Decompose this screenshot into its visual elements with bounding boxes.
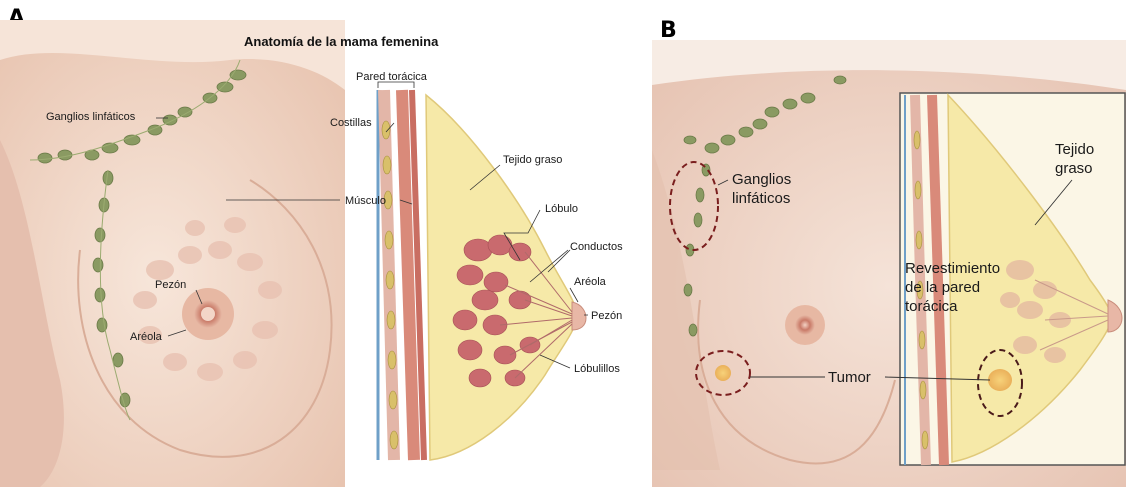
- panel-a-cross-section: [345, 20, 645, 487]
- label-areola-frontal: Aréola: [130, 331, 163, 343]
- tumor-frontal-marker: [715, 365, 731, 381]
- label-lobulillos: Lóbulillos: [574, 363, 620, 375]
- label-conductos: Conductos: [570, 241, 623, 253]
- panel-b-illustration: [652, 40, 1126, 487]
- label-tejido-graso: Tejido graso: [503, 154, 562, 166]
- tumor-section-marker: [988, 369, 1012, 391]
- label-lobulo: Lóbulo: [545, 203, 578, 215]
- label-b-ganglios-line2: linfáticos: [732, 190, 790, 207]
- label-pezon-section: Pezón: [591, 310, 622, 322]
- panel-a-frontal-view: [0, 20, 345, 487]
- label-musculo: Músculo: [345, 195, 386, 207]
- label-b-tejido-line1: Tejido: [1055, 141, 1094, 158]
- label-b-revestimiento-line3: torácica: [905, 298, 958, 315]
- label-b-tumor: Tumor: [828, 369, 871, 386]
- label-pared-toracica: Pared torácica: [356, 71, 428, 83]
- label-costillas: Costillas: [330, 117, 372, 129]
- label-b-revestimiento-line1: Revestimiento: [905, 260, 1000, 277]
- label-ganglios-linfaticos: Ganglios linfáticos: [46, 111, 136, 123]
- label-b-tejido-line2: graso: [1055, 160, 1093, 177]
- panel-a-title: Anatomía de la mama femenina: [244, 34, 439, 49]
- label-b-revestimiento-line2: de la pared: [905, 279, 980, 296]
- label-pezon-frontal: Pezón: [155, 279, 186, 291]
- label-b-ganglios-line1: Ganglios: [732, 171, 791, 188]
- label-areola-section: Aréola: [574, 276, 607, 288]
